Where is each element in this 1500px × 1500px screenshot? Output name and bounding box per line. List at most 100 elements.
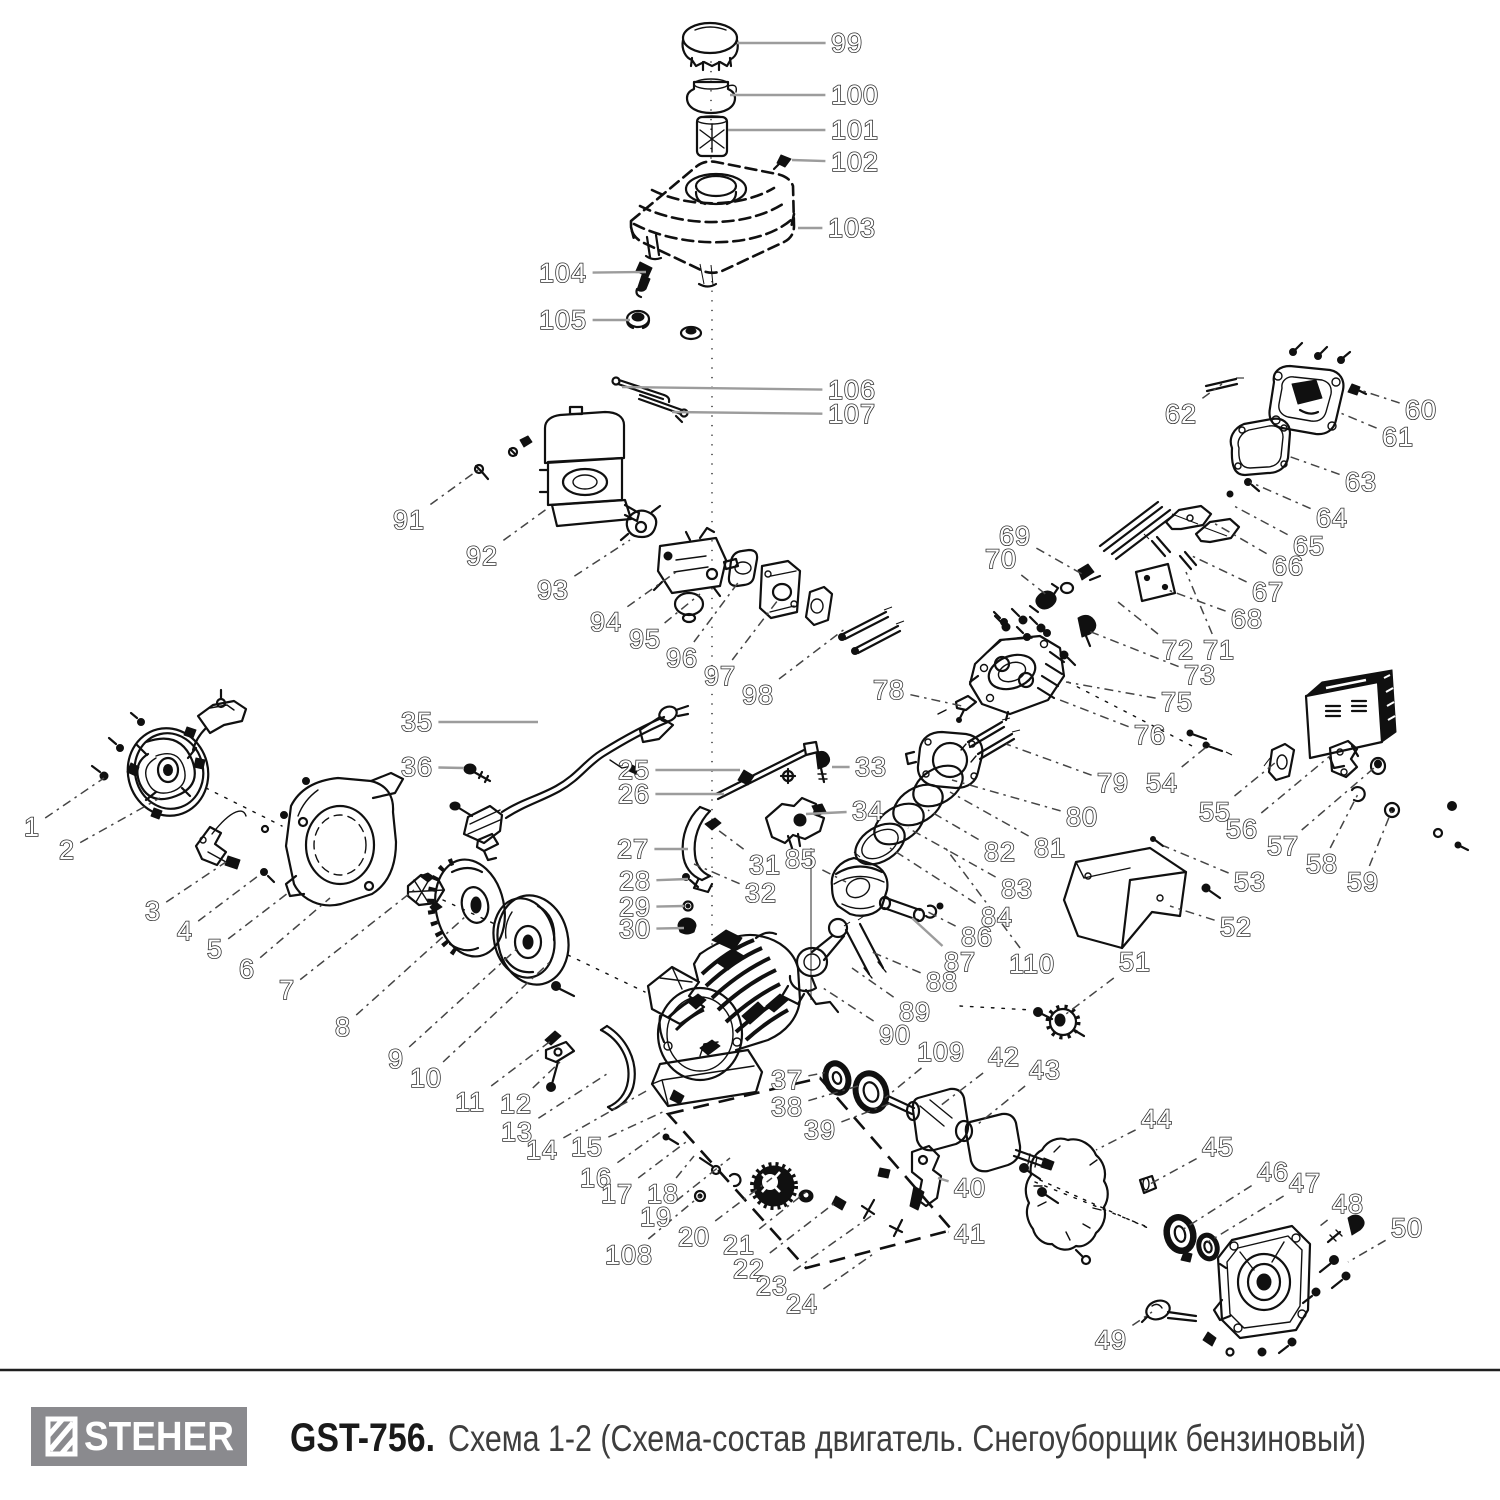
air-filter-screws-sketch [473, 435, 533, 481]
part-label-21: 21 [723, 1230, 755, 1260]
part-label-6: 6 [239, 954, 255, 984]
part-label-11: 11 [455, 1087, 485, 1117]
leader-line-29 [656, 904, 685, 908]
part-label-52: 52 [1220, 912, 1252, 942]
connecting-rod-sketch [780, 915, 887, 1014]
leader-line-75 [1065, 681, 1156, 699]
part-label-59: 59 [1347, 867, 1379, 897]
wire-harness-sketch [462, 704, 690, 862]
part-label-82: 82 [984, 837, 1016, 867]
part-label-73: 73 [1184, 660, 1216, 690]
leader-line-60 [1359, 389, 1400, 404]
carb-spacer-sketch [758, 559, 802, 620]
leader-line-82 [927, 809, 979, 841]
leader-line-49 [1131, 1311, 1153, 1327]
part-label-26: 26 [618, 779, 650, 809]
leader-line-22 [769, 1201, 837, 1254]
leader-line-28 [656, 877, 689, 882]
part-label-90: 90 [879, 1020, 911, 1050]
head-side-screws-sketch [992, 610, 1051, 641]
leader-line-91 [429, 469, 479, 506]
part-label-88: 88 [926, 967, 958, 997]
leader-line-73 [1085, 629, 1179, 668]
part-label-63: 63 [1345, 467, 1377, 497]
valve-cover-sketch [1268, 364, 1345, 436]
leader-line-81 [949, 791, 1029, 837]
part-label-30: 30 [619, 914, 651, 944]
part-label-28: 28 [619, 866, 651, 896]
valve-retainers-sketch [1028, 563, 1102, 614]
seal-47-sketch [1196, 1232, 1220, 1262]
part-label-95: 95 [629, 624, 661, 654]
leader-line-76 [1059, 699, 1129, 728]
part-label-7: 7 [279, 975, 295, 1005]
part-label-76: 76 [1134, 720, 1166, 750]
part-label-32: 32 [745, 878, 777, 908]
leader-line-50 [1347, 1239, 1386, 1263]
leader-line-80 [951, 779, 1061, 812]
diagram-caption: Схема 1-2 (Схема-состав двигатель. Снего… [448, 1418, 1366, 1459]
leader-line-38 [808, 1085, 859, 1102]
part-label-107: 107 [828, 399, 876, 429]
leader-line-34 [805, 810, 847, 816]
fuel-filter-cup-sketch [695, 115, 729, 158]
part-label-55: 55 [1199, 797, 1231, 827]
part-label-67: 67 [1252, 577, 1284, 607]
part-label-103: 103 [828, 213, 876, 243]
leader-line-19 [675, 1157, 731, 1202]
part-label-87: 87 [944, 947, 976, 977]
part-label-61: 61 [1382, 422, 1414, 452]
title-block: STEHER GST-756. Схема 1-2 (Схема-состав … [0, 1368, 1500, 1466]
leader-line-3 [165, 861, 227, 903]
governor-pins-sketch [662, 1133, 876, 1220]
part-label-50: 50 [1391, 1213, 1423, 1243]
part-label-84: 84 [981, 902, 1013, 932]
cover-gasket-sketch [1024, 1137, 1149, 1251]
leader-line-13 [537, 1071, 611, 1119]
leader-line-88 [871, 951, 921, 974]
part-label-27: 27 [617, 834, 649, 864]
subassembly-dashed-box [665, 1076, 955, 1270]
leader-line-55 [1234, 761, 1277, 797]
leader-line-54 [1181, 743, 1211, 768]
leader-line-5 [227, 892, 289, 940]
leader-line-57 [1301, 767, 1375, 831]
leader-line-23 [792, 1213, 875, 1272]
seal-46-sketch [1163, 1213, 1197, 1255]
leader-line-107 [671, 410, 823, 415]
leader-line-95 [664, 593, 701, 624]
head-studs-sketch [960, 717, 1021, 763]
starter-pulley-sketch [492, 894, 570, 986]
spark-plug-sketch [937, 694, 978, 723]
part-label-20: 20 [678, 1222, 710, 1252]
part-label-42: 42 [988, 1042, 1020, 1072]
leader-line-44 [1095, 1129, 1136, 1151]
leader-line-84 [889, 847, 977, 904]
part-label-38: 38 [771, 1092, 803, 1122]
carb-gasket-sketch [727, 548, 759, 588]
part-label-98: 98 [742, 680, 774, 710]
shield-screw-sketch [1150, 836, 1222, 900]
leader-line-48 [1319, 1219, 1329, 1227]
part-label-69: 69 [999, 521, 1031, 551]
leader-line-72 [1117, 601, 1159, 635]
leader-line-30 [656, 926, 685, 930]
brand-logo-icon [45, 1416, 78, 1457]
part-label-79: 79 [1097, 768, 1129, 798]
part-label-89: 89 [899, 997, 931, 1027]
leader-line-17 [637, 1141, 687, 1179]
part-label-93: 93 [537, 575, 569, 605]
leader-line-53 [1163, 845, 1229, 874]
leader-line-12 [532, 1061, 561, 1089]
stop-switch-sketch [544, 1040, 576, 1092]
part-label-64: 64 [1316, 503, 1348, 533]
part-label-41: 41 [954, 1219, 986, 1249]
recoil-screws-sketch [90, 711, 310, 884]
vent-screw-sketch [772, 154, 792, 171]
leader-line-85 [822, 869, 847, 883]
leader-line-94 [626, 571, 677, 608]
intake-studs-sketch [838, 606, 905, 655]
part-label-44: 44 [1141, 1104, 1173, 1134]
part-label-96: 96 [666, 643, 698, 673]
